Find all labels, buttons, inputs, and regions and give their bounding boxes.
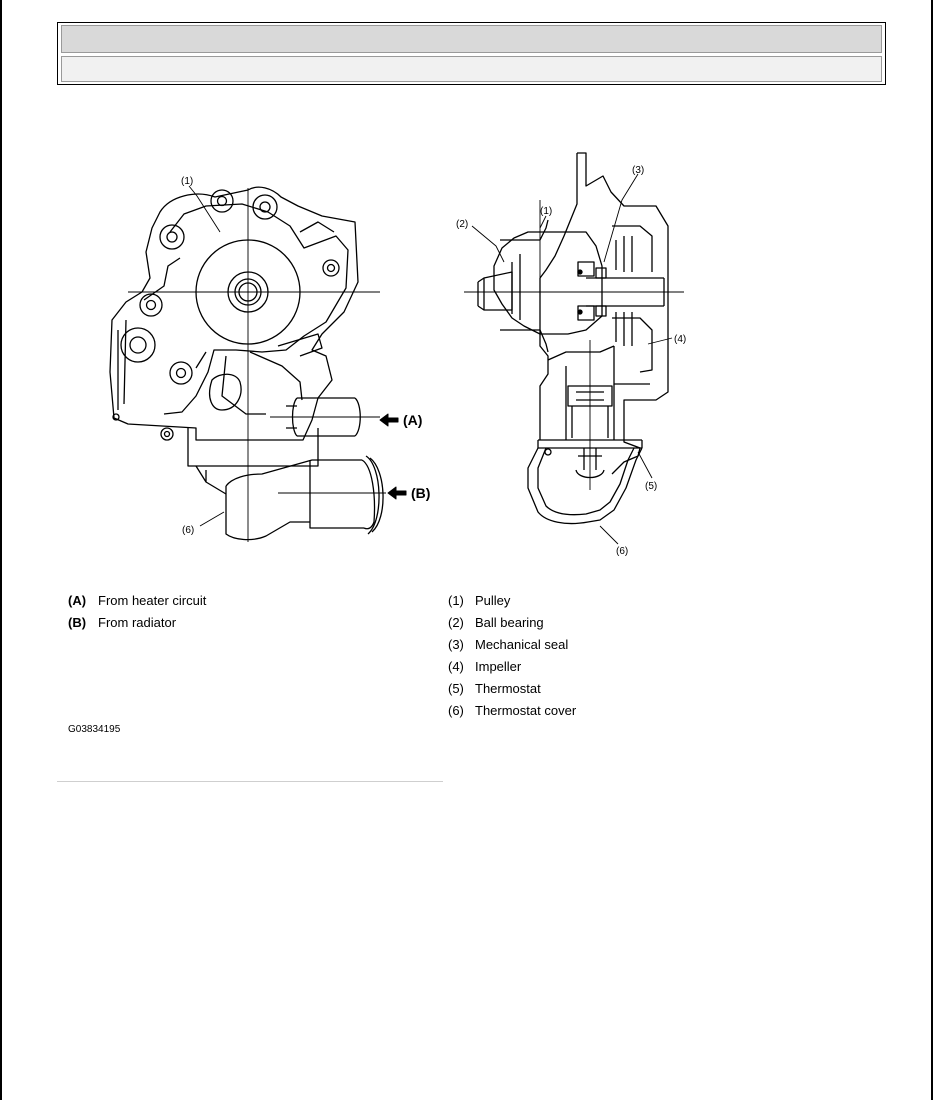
callout-right-4: (4) (674, 334, 686, 345)
callout-left-1: (1) (181, 176, 193, 187)
parts-legend-key: (1) (448, 593, 464, 608)
flow-legend-text: From heater circuit (98, 593, 207, 608)
parts-legend-text: Thermostat (475, 681, 541, 696)
arrow-label-b: (B) (411, 485, 430, 501)
front-view-drawing (109, 185, 386, 542)
section-view-drawing (477, 152, 669, 525)
callout-right-5: (5) (645, 481, 657, 492)
parts-legend-key: (2) (448, 615, 464, 630)
parts-legend-key: (6) (448, 703, 464, 718)
parts-legend-text: Ball bearing (475, 615, 544, 630)
callout-right-1: (1) (540, 206, 552, 217)
parts-legend-text: Mechanical seal (475, 637, 569, 652)
flow-arrow-b (387, 486, 407, 500)
arrow-label-a: (A) (403, 412, 422, 428)
callout-right-2: (2) (456, 219, 468, 230)
header-box (57, 22, 886, 85)
parts-legend-key: (5) (448, 681, 464, 696)
callout-right-6: (6) (616, 546, 628, 557)
parts-legend-text: Pulley (475, 593, 511, 608)
flow-legend-key: (B) (68, 615, 87, 630)
header-subtitle-bar (61, 56, 882, 82)
flow-legend-text: From radiator (98, 615, 177, 630)
section-divider (57, 781, 443, 782)
parts-legend-text: Thermostat cover (475, 703, 577, 718)
callout-right-3: (3) (632, 165, 644, 176)
callout-left-6: (6) (182, 525, 194, 536)
flow-legend-key: (A) (68, 593, 87, 608)
flow-arrow-a (379, 413, 399, 427)
figure-id: G03834195 (68, 724, 121, 735)
water-pump-diagram: (1) (6) (A) (B) (2) (1) (3) (4) (5) (6) (109, 152, 686, 557)
parts-legend-text: Impeller (475, 659, 522, 674)
header-title-bar (61, 25, 882, 53)
parts-legend-key: (3) (448, 637, 464, 652)
parts-legend-key: (4) (448, 659, 464, 674)
